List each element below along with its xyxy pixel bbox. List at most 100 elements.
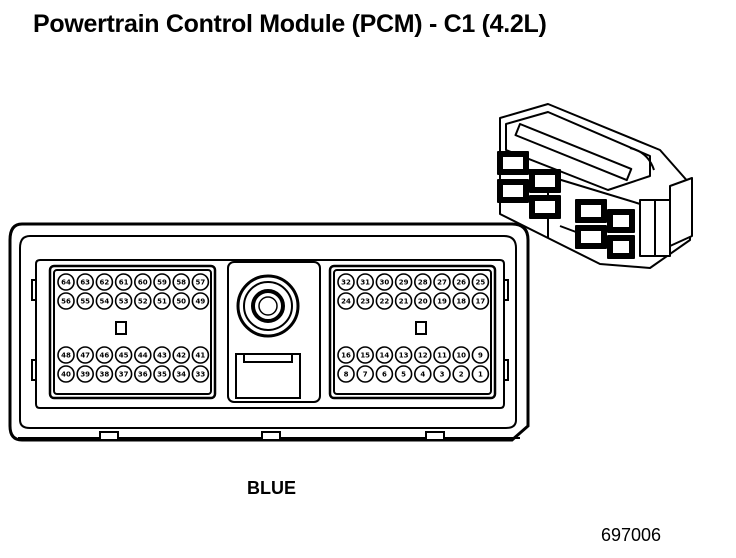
pin-number: 40 (61, 371, 71, 379)
pin-circle (153, 365, 171, 383)
pin-number: 28 (418, 279, 428, 287)
pin-circle (394, 365, 413, 383)
pin-number: 30 (380, 279, 390, 287)
pin-circle (57, 273, 75, 291)
pin-number: 4 (420, 371, 425, 379)
pin-circle (134, 292, 152, 310)
pin-number: 41 (196, 352, 206, 360)
pin-circle (452, 292, 471, 310)
pin-circle (76, 273, 94, 291)
pin-circle (95, 365, 114, 383)
pin-number: 45 (119, 352, 129, 360)
pin-number: 55 (80, 298, 90, 306)
pin-number: 42 (176, 352, 186, 360)
pin-circle (471, 273, 490, 291)
pin-circle (471, 346, 490, 364)
pin-number: 53 (119, 298, 129, 306)
pin-number: 62 (100, 279, 110, 287)
pin-circle (375, 365, 394, 383)
pin-circle (114, 346, 133, 364)
pin-circle (413, 346, 432, 364)
pin-number: 39 (80, 371, 90, 379)
pin-circle (433, 292, 451, 310)
pin-circle (356, 346, 375, 364)
pin-number: 43 (157, 352, 167, 360)
connector-isometric-view (497, 103, 693, 269)
pin-number: 24 (341, 298, 351, 306)
pin-number: 10 (456, 352, 466, 360)
pin-circle (452, 365, 471, 383)
pin-number: 8 (344, 371, 349, 379)
pin-number: 25 (476, 279, 486, 287)
pin-circle (337, 365, 355, 383)
pin-number: 20 (418, 298, 428, 306)
pin-number: 5 (401, 371, 406, 379)
pin-number: 15 (360, 352, 370, 360)
connector-color-label: BLUE (247, 478, 296, 498)
pin-circle (191, 365, 210, 383)
pin-circle (337, 346, 355, 364)
pin-circle (433, 365, 451, 383)
pin-number: 12 (418, 352, 428, 360)
pin-number: 63 (80, 279, 90, 287)
pin-number: 46 (100, 352, 110, 360)
pin-circle (191, 292, 210, 310)
pin-circle (172, 346, 190, 364)
pin-circle (394, 346, 413, 364)
pin-circle (394, 273, 413, 291)
pin-circle (356, 292, 375, 310)
pin-number: 59 (157, 279, 167, 287)
pin-number: 32 (341, 279, 351, 287)
pin-number: 54 (100, 298, 110, 306)
pin-circle (153, 273, 171, 291)
pin-number: 38 (100, 371, 110, 379)
pin-number: 56 (61, 298, 71, 306)
pin-number: 33 (196, 371, 206, 379)
pin-circle (172, 365, 190, 383)
pin-number: 35 (157, 371, 167, 379)
pin-circle (76, 292, 94, 310)
pin-circle (433, 346, 451, 364)
pin-circle (413, 292, 432, 310)
pin-number: 23 (360, 298, 370, 306)
pin-circle (95, 292, 114, 310)
pin-number: 13 (399, 352, 409, 360)
pin-number: 21 (399, 298, 409, 306)
diagram-title: Powertrain Control Module (PCM) - C1 (4.… (33, 10, 547, 38)
pin-number: 60 (138, 279, 148, 287)
pin-circle (356, 273, 375, 291)
pin-number: 47 (80, 352, 90, 360)
pin-circle (114, 292, 133, 310)
pin-number: 26 (456, 279, 466, 287)
pin-circle (134, 365, 152, 383)
pin-number: 16 (341, 352, 351, 360)
pin-circle (413, 365, 432, 383)
pin-number: 64 (61, 279, 71, 287)
pin-number: 52 (138, 298, 148, 306)
pin-number: 37 (119, 371, 129, 379)
pin-circle (433, 273, 451, 291)
pin-circle (191, 346, 210, 364)
pin-circle (153, 292, 171, 310)
pin-circle (114, 273, 133, 291)
pin-number: 11 (437, 352, 447, 360)
pin-circle (337, 273, 355, 291)
pin-number: 3 (440, 371, 445, 379)
pin-number: 9 (478, 352, 483, 360)
pin-number: 2 (459, 371, 464, 379)
pin-circle (471, 292, 490, 310)
pin-number: 50 (176, 298, 186, 306)
pin-circle (191, 273, 210, 291)
pin-circle (76, 346, 94, 364)
pin-circle (134, 346, 152, 364)
pin-number: 49 (196, 298, 206, 306)
pin-circle (134, 273, 152, 291)
pin-number: 17 (476, 298, 486, 306)
pin-circle (57, 292, 75, 310)
pin-circle (375, 346, 394, 364)
pin-number: 7 (363, 371, 368, 379)
pin-circle (375, 292, 394, 310)
pin-number: 44 (138, 352, 148, 360)
